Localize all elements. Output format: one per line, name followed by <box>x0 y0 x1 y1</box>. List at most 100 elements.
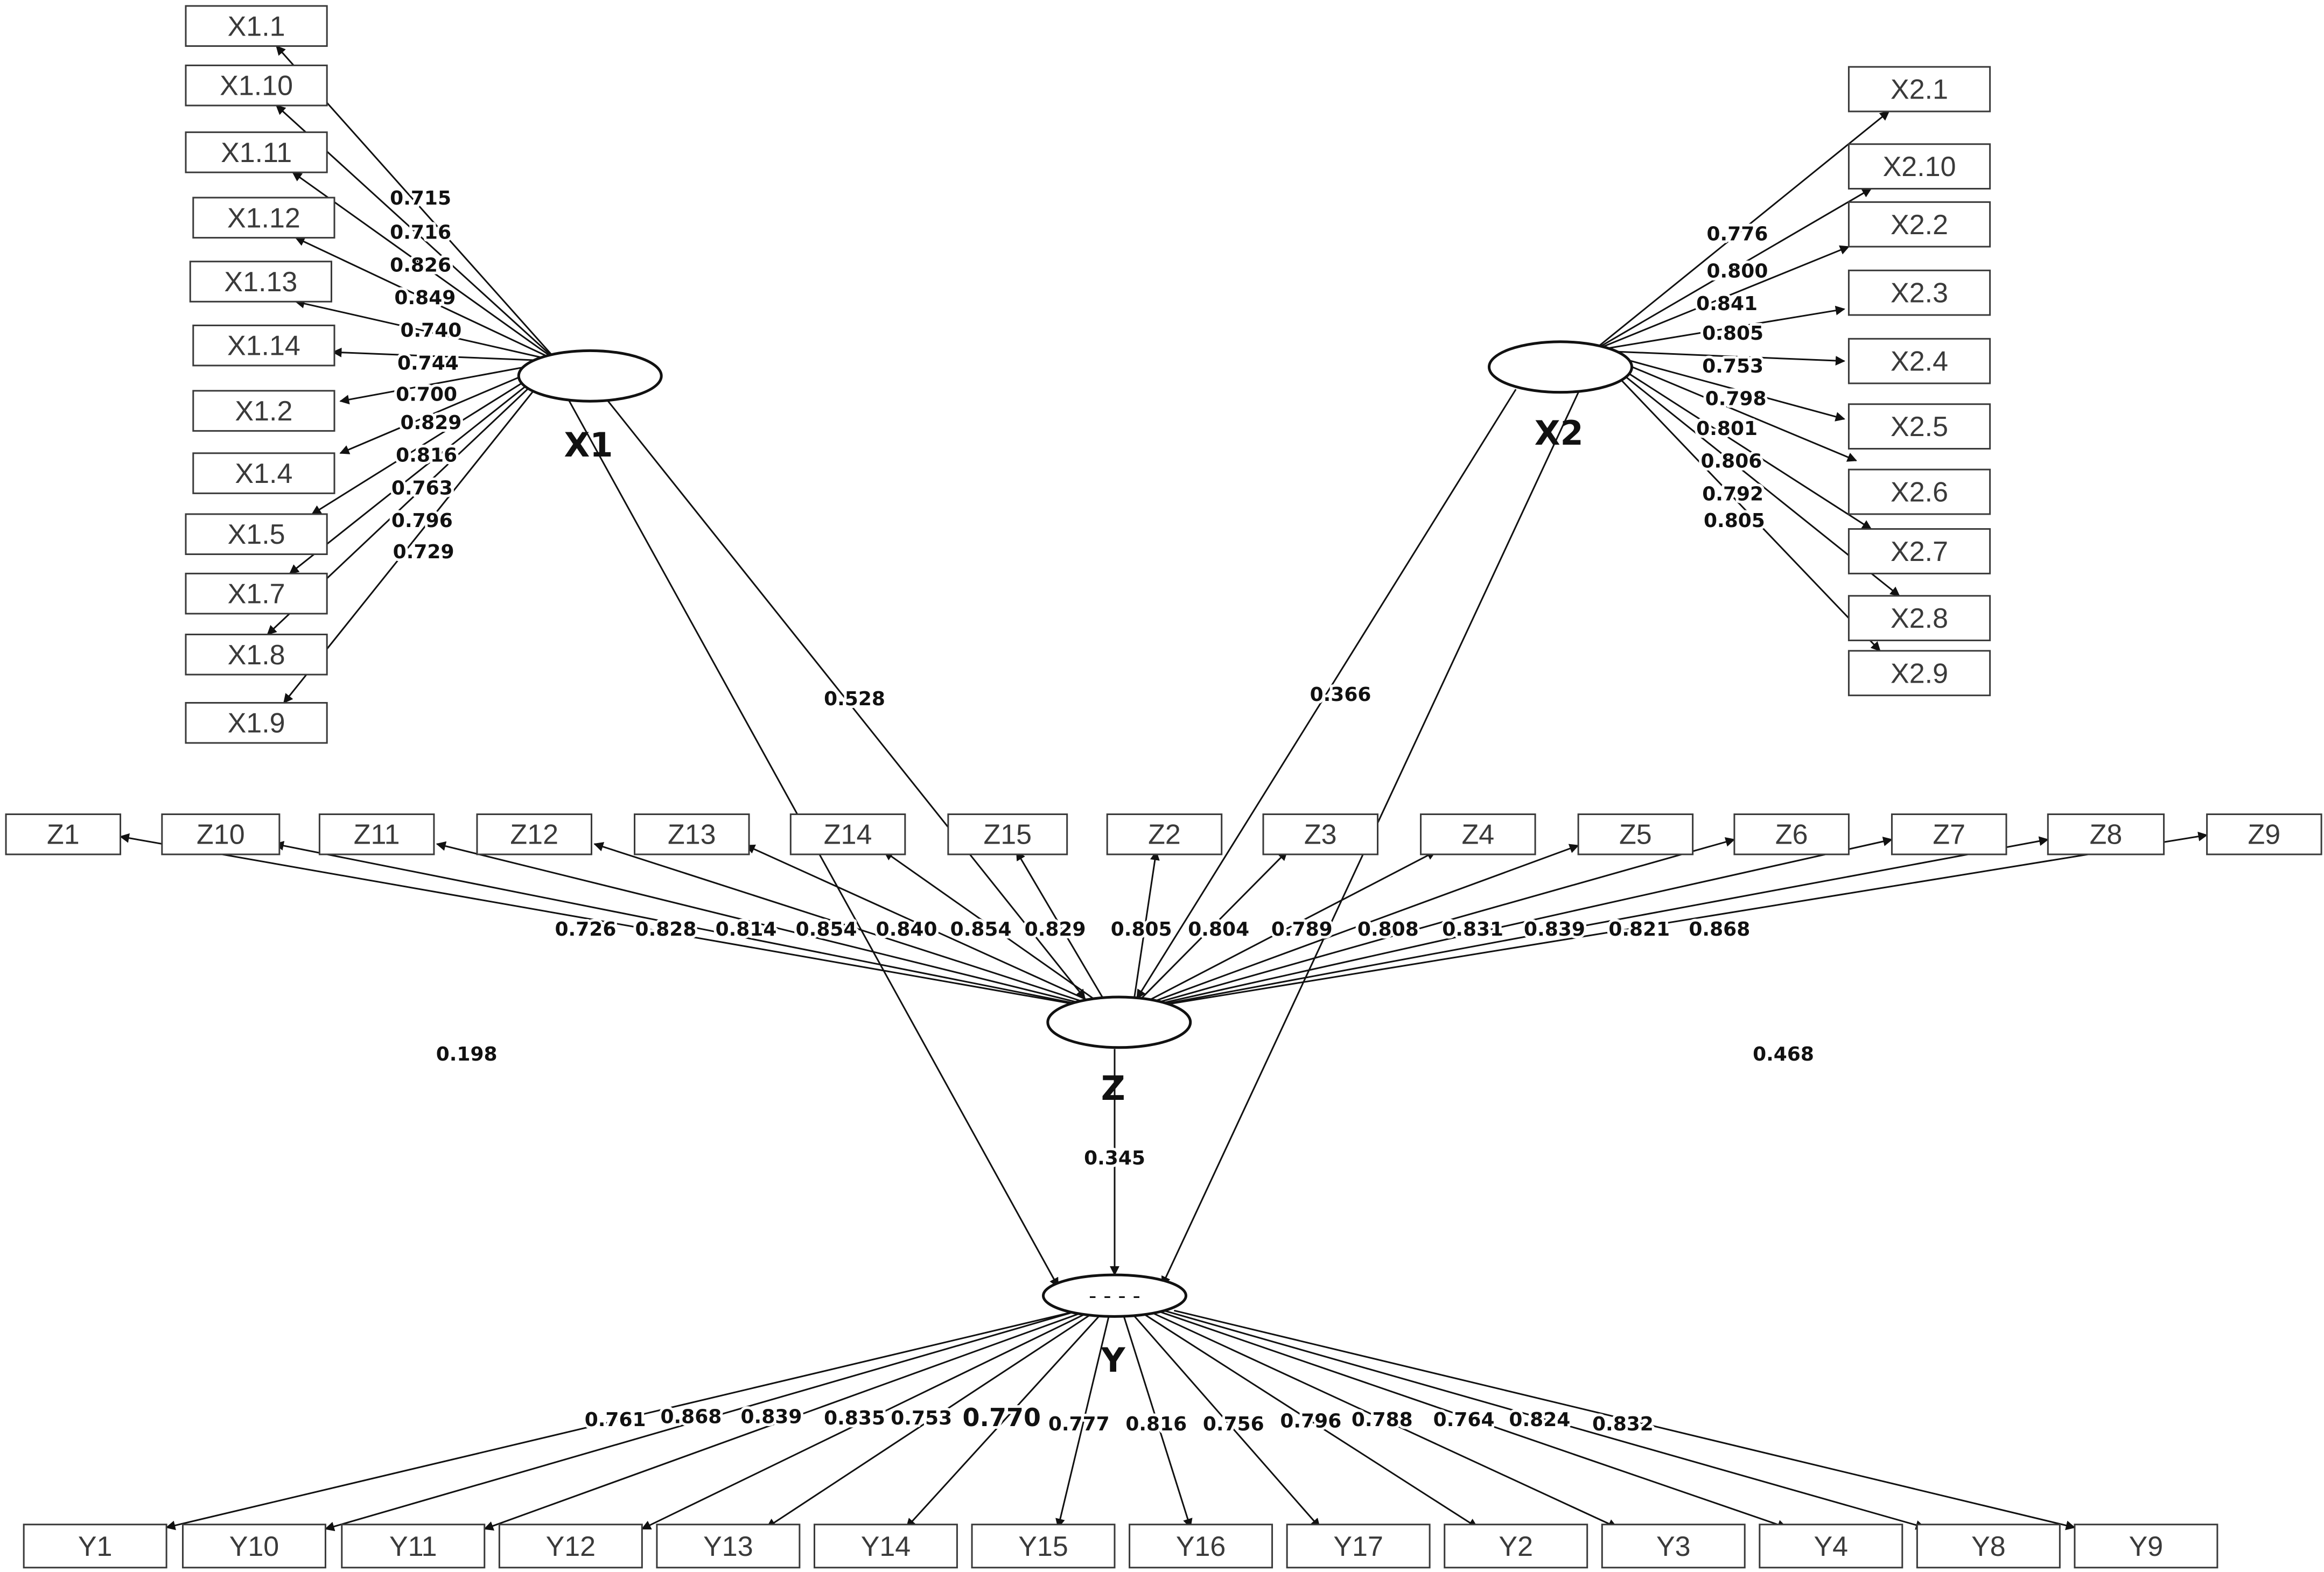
loading-edge-y2 <box>1138 1310 1478 1528</box>
loading-edge-z7 <box>1129 837 1893 1012</box>
indicator-y9: Y9 <box>2074 1524 2218 1569</box>
loading-edge-x2-1 <box>1592 110 1890 352</box>
indicator-box <box>498 1524 643 1569</box>
indicator-box <box>1262 813 1379 855</box>
indicator-z14: Z14 <box>789 813 906 855</box>
indicator-label: Z5 <box>1619 819 1652 851</box>
indicator-box <box>2074 1524 2218 1569</box>
indicator-z4: Z4 <box>1420 813 1536 855</box>
loading-value-y13: 0.753 <box>891 1407 952 1429</box>
indicator-label: X1.10 <box>220 71 293 102</box>
edges-layer <box>119 45 2208 1532</box>
loading-value-z9: 0.868 <box>1689 918 1750 941</box>
loading-edge-x1-5 <box>311 360 558 515</box>
indicator-box <box>189 261 332 303</box>
indicator-label: X2.8 <box>1891 603 1948 634</box>
loading-value-z2: 0.805 <box>1111 918 1172 941</box>
loading-edge-y1 <box>165 1309 1080 1531</box>
loading-value-y1: 0.761 <box>585 1409 646 1431</box>
loading-value-z8: 0.821 <box>1608 918 1670 941</box>
indicator-x1-13: X1.13 <box>189 261 332 303</box>
loading-edge-z12 <box>593 842 1111 1012</box>
loading-value-y4: 0.764 <box>1433 1409 1495 1431</box>
loading-value-x2-1: 0.776 <box>1707 223 1768 245</box>
indicator-box <box>185 634 328 676</box>
indicator-label: Z11 <box>354 819 400 851</box>
loading-edge-x1-14 <box>332 347 558 362</box>
indicator-box <box>318 813 435 855</box>
loading-value-x1-extra: 0.729 <box>393 541 454 563</box>
loading-value-z7: 0.839 <box>1524 918 1585 941</box>
indicator-label: Y12 <box>546 1531 596 1562</box>
path-coefficient-x1-z: 0.528 <box>824 688 885 710</box>
indicator-y4: Y4 <box>1759 1524 1903 1569</box>
indicator-x2-8: X2.8 <box>1847 595 1991 642</box>
indicator-box <box>1577 813 1694 855</box>
indicator-label: Z2 <box>1148 819 1181 851</box>
indicator-label: X1.5 <box>228 519 285 550</box>
loading-value-x2-7: 0.806 <box>1700 451 1762 473</box>
indicator-box <box>161 813 281 855</box>
indicator-label: Y16 <box>1176 1531 1226 1562</box>
indicator-label: Z9 <box>2248 819 2281 851</box>
indicator-box <box>1847 201 1991 248</box>
loading-edge-x2-2 <box>1593 245 1850 352</box>
indicator-x2-2: X2.2 <box>1847 201 1991 248</box>
indicator-x1-9: X1.9 <box>185 701 328 744</box>
loading-value-y14: 0.770 <box>962 1403 1041 1432</box>
loading-value-x1-11: 0.716 <box>390 222 451 244</box>
latent-ellipse <box>1488 340 1633 394</box>
loading-value-z6: 0.831 <box>1442 918 1503 941</box>
indicator-z7: Z7 <box>1891 813 2007 855</box>
indicator-label: X1.13 <box>224 266 297 298</box>
indicator-box <box>185 572 328 615</box>
indicator-label: Z12 <box>510 819 558 851</box>
indicator-box <box>1847 403 1991 450</box>
loading-edge-x1-12 <box>295 237 558 362</box>
loading-edge-y4 <box>1156 1309 1788 1529</box>
indicator-z15: Z15 <box>947 813 1068 855</box>
loading-edge-z9 <box>1129 831 2208 1012</box>
indicator-box <box>185 513 328 555</box>
loading-value-z5: 0.808 <box>1357 918 1419 941</box>
loading-value-z12: 0.854 <box>796 918 857 941</box>
loading-edge-x2-5 <box>1593 349 1845 422</box>
latent-label: X1 <box>564 425 613 465</box>
loading-edge-z2 <box>1131 850 1160 1011</box>
indicator-box <box>5 813 122 855</box>
indicator-box <box>185 131 328 173</box>
loading-value-y8: 0.824 <box>1509 1409 1570 1431</box>
loading-edge-y13 <box>766 1310 1097 1528</box>
indicator-label: Y10 <box>229 1531 279 1562</box>
indicator-label: Y14 <box>861 1531 911 1562</box>
indicator-label: X2.4 <box>1891 346 1948 377</box>
indicator-z12: Z12 <box>476 813 592 855</box>
loading-value-x2-2: 0.841 <box>1696 293 1758 315</box>
indicator-box <box>1847 650 1991 697</box>
path-edge-x2-z <box>1136 389 1517 1000</box>
indicator-box <box>192 390 335 432</box>
loading-value-x2-6: 0.801 <box>1696 418 1758 440</box>
indicator-label: X2.6 <box>1891 477 1948 508</box>
indicator-label: X2.2 <box>1891 209 1948 241</box>
latent-x2: X2 <box>1488 340 1633 453</box>
latent-ellipse <box>1042 1273 1187 1318</box>
loading-edge-y16 <box>1121 1310 1193 1528</box>
indicator-y13: Y13 <box>656 1524 801 1569</box>
loading-edge-z10 <box>274 841 1111 1012</box>
loading-value-z14: 0.854 <box>950 918 1012 941</box>
indicator-box <box>192 196 335 239</box>
indicator-z10: Z10 <box>161 813 281 855</box>
path-coefficient-z-y: 0.345 <box>1084 1147 1145 1169</box>
loading-value-z13: 0.840 <box>876 918 937 941</box>
indicator-box <box>656 1524 801 1569</box>
indicator-box <box>185 64 328 107</box>
loading-edge-z3 <box>1129 851 1288 1011</box>
loading-value-x1-8: 0.763 <box>391 477 453 499</box>
indicator-box <box>1847 66 1991 113</box>
latent-y: Y- - - - <box>1042 1273 1187 1380</box>
indicator-label: Z15 <box>983 819 1032 851</box>
indicator-y15: Y15 <box>971 1524 1116 1569</box>
indicator-x2-7: X2.7 <box>1847 528 1991 574</box>
